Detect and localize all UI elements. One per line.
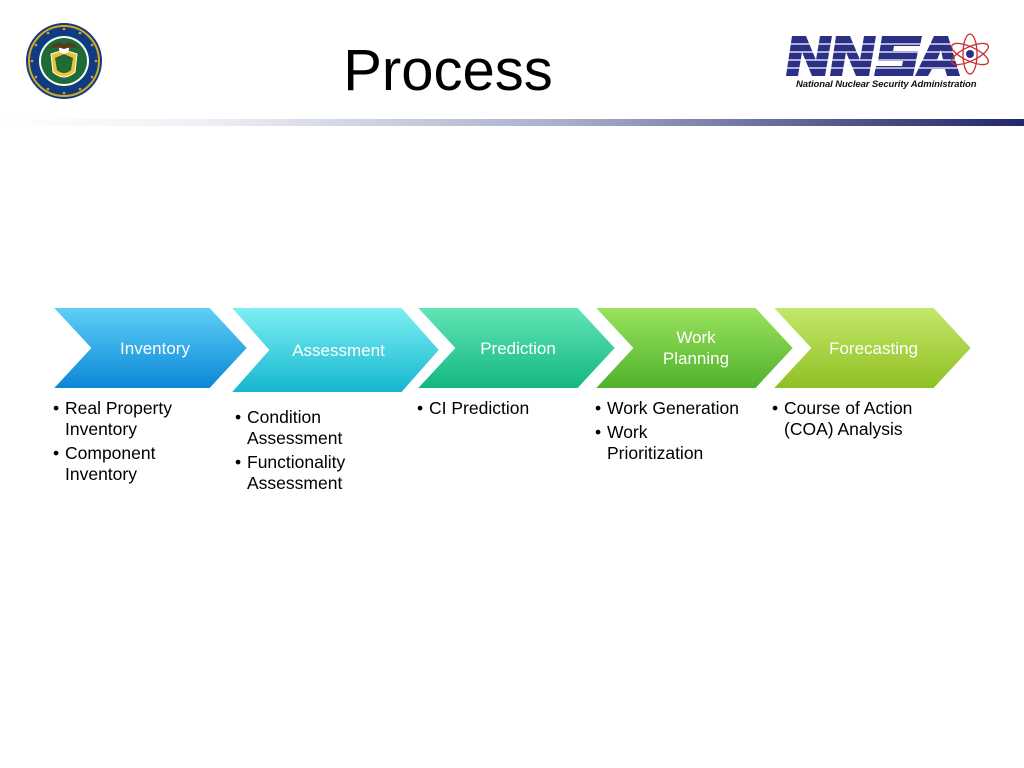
list-item: Functionality Assessment <box>235 452 385 494</box>
header-divider <box>0 119 1024 126</box>
slide-title: Process <box>343 38 553 103</box>
list-item: Course of Action (COA) Analysis <box>772 398 947 440</box>
inventory-bullets: Real Property Inventory Component Invent… <box>53 398 203 488</box>
step-label-inventory: Inventory <box>120 339 190 358</box>
chevron-inventory <box>50 306 250 390</box>
chevron-forecasting <box>769 306 974 390</box>
assessment-bullets: Condition Assessment Functionality Asses… <box>235 407 385 497</box>
step-label-work-planning: Work Planning <box>662 328 730 368</box>
slide-header: Process National Nuclear Security Admini… <box>0 0 1024 130</box>
doe-seal-icon <box>26 23 102 99</box>
work-planning-bullets: Work Generation Work Prioritization <box>595 398 745 467</box>
nnsa-tagline: National Nuclear Security Administration <box>796 79 977 90</box>
list-item: Condition Assessment <box>235 407 385 449</box>
process-chevron-row <box>50 306 974 394</box>
chevron-prediction <box>413 306 618 390</box>
list-item: Work Prioritization <box>595 422 745 464</box>
prediction-bullets: CI Prediction <box>417 398 577 422</box>
list-item: Component Inventory <box>53 443 203 485</box>
chevron-work-planning <box>591 306 796 390</box>
list-item: CI Prediction <box>417 398 577 419</box>
forecasting-bullets: Course of Action (COA) Analysis <box>772 398 947 443</box>
nnsa-logo-icon <box>782 33 990 76</box>
step-label-prediction: Prediction <box>480 339 556 358</box>
chevron-assessment <box>227 306 442 394</box>
list-item: Real Property Inventory <box>53 398 203 440</box>
list-item: Work Generation <box>595 398 745 419</box>
step-label-forecasting: Forecasting <box>829 339 918 358</box>
step-label-assessment: Assessment <box>292 341 385 360</box>
